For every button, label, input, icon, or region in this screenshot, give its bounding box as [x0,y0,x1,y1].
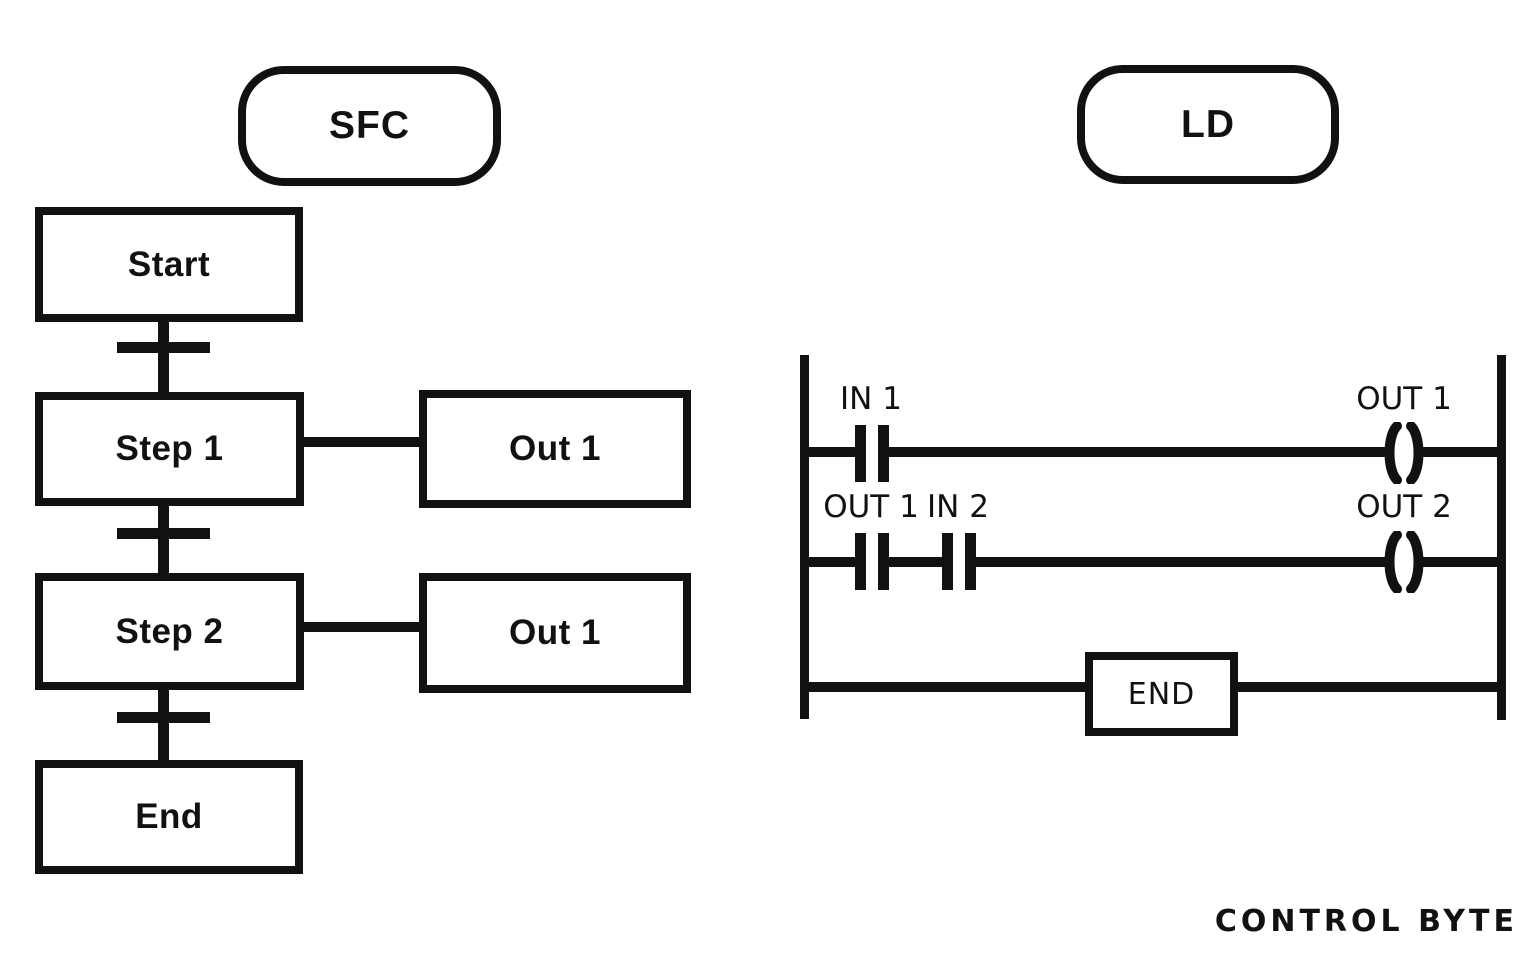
sfc-step-box-step2: Step 2 [35,573,304,690]
ld-rung2-coil-icon [1384,531,1424,593]
ld-rung2-coil-label: OUT 2 [1356,489,1452,525]
contact-bar-left [855,425,866,482]
sfc-action-label-1: Out 1 [509,429,601,468]
sfc-title-badge: SFC [238,66,501,186]
ld-title-label: LD [1181,102,1235,146]
sfc-action-connector-1 [286,437,421,447]
sfc-step-label-start: Start [127,244,211,284]
sfc-step-label-step1: Step 1 [115,429,224,468]
contact-bar-right [965,533,976,590]
contact-gap [953,535,965,588]
contact-bar-left [942,533,953,590]
sfc-action-box-2: Out 1 [419,573,691,693]
ld-end-block-label: END [1127,676,1196,712]
sfc-transition-bar-2 [117,528,210,539]
control-byte-logo: CONTROL BYTE [1214,904,1518,939]
ld-rung2-contact2-label: IN 2 [927,489,989,525]
sfc-step-box-step1: Step 1 [35,392,304,506]
sfc-step-box-end: End [35,760,303,874]
ld-rung-1-wire [804,447,1502,457]
sfc-step-box-start: Start [35,207,303,322]
contact-bar-left [855,533,866,590]
ld-rung-2-wire [804,557,1502,567]
sfc-transition-bar-3 [117,712,210,723]
contact-gap [866,535,878,588]
sfc-step-label-end: End [135,797,203,836]
contact-gap [866,427,878,480]
contact-bar-right [878,425,889,482]
sfc-step-label-step2: Step 2 [115,611,224,651]
ld-title-badge: LD [1077,65,1339,184]
ld-end-block: END [1085,652,1238,736]
sfc-action-box-1: Out 1 [419,390,691,508]
contact-bar-right [878,533,889,590]
ld-left-power-rail [800,355,809,719]
ld-rung1-contact-label: IN 1 [840,381,902,417]
sfc-transition-bar-1 [117,342,210,353]
ld-rung1-coil-label: OUT 1 [1356,381,1452,417]
sfc-action-connector-2 [286,622,421,632]
ld-right-power-rail [1497,355,1506,720]
ld-rung2-contact1-label: OUT 1 [823,489,919,525]
sfc-action-label-2: Out 1 [509,613,601,652]
ld-rung1-coil-icon [1384,422,1424,484]
sfc-title-label: SFC [329,104,410,147]
